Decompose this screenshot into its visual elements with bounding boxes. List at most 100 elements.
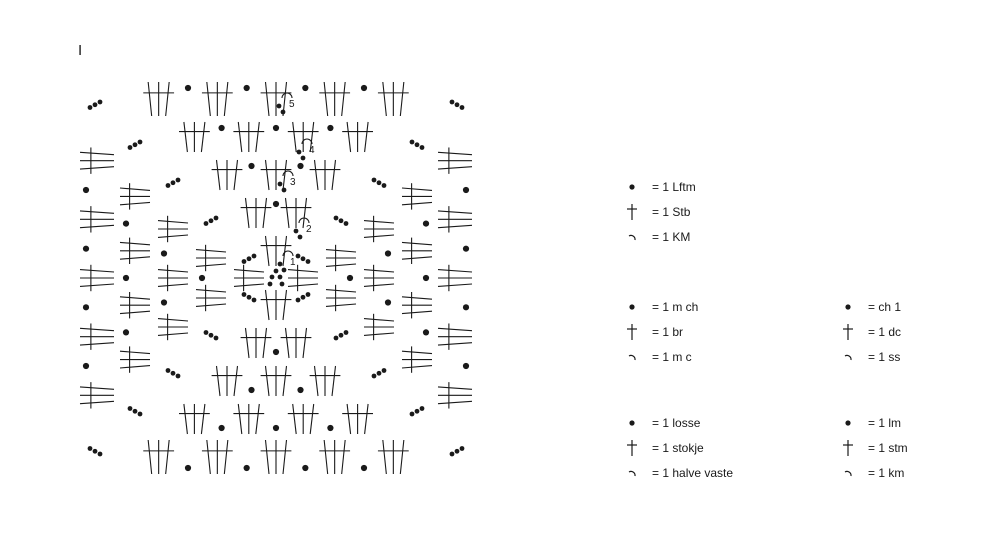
chain-dot: [213, 215, 219, 221]
dc-stitch: [79, 386, 115, 390]
dc-stitch: [119, 310, 151, 315]
chain-dot: [218, 124, 225, 132]
chain-dot: [208, 332, 214, 338]
legend-row: = 1 stokje: [624, 435, 733, 460]
dc-stitch: [325, 303, 357, 307]
dc-stitch: [119, 187, 151, 191]
dc-group: [260, 159, 292, 191]
dc-group: [143, 439, 175, 475]
dc-stitch: [244, 197, 250, 229]
dc-stitch: [346, 403, 352, 435]
dc-stitch: [183, 121, 188, 153]
chain-dot-icon: [840, 302, 856, 312]
slip-stitch: [282, 170, 294, 177]
dc-stitch: [264, 81, 270, 117]
dc-stitch: [264, 439, 270, 475]
dc-stitch: [157, 234, 189, 238]
legend-text: = 1 KM: [652, 229, 691, 244]
dc-stitch: [401, 256, 433, 260]
double-crochet-icon: [624, 323, 640, 341]
dc-stitch: [79, 342, 115, 346]
dc-group: [363, 215, 395, 243]
dc-stitch: [79, 327, 115, 332]
chain-dot: [305, 259, 311, 264]
chain-dot: [414, 408, 420, 414]
dc-group: [119, 183, 151, 210]
legend-row: = 1 km: [840, 460, 908, 485]
dc-group: [309, 365, 341, 397]
dc-stitch: [255, 403, 260, 435]
dc-group: [157, 215, 189, 243]
dc-stitch: [364, 121, 369, 153]
dc-group: [401, 346, 433, 373]
legend-row: = 1 Stb: [624, 199, 696, 224]
dc-stitch: [233, 159, 239, 191]
chain-dot: [338, 332, 344, 338]
diagram-label: I: [78, 42, 83, 59]
dc-stitch: [437, 166, 473, 170]
chain-dot: [184, 464, 192, 472]
dc-stitch: [401, 310, 433, 315]
dc-stitch: [233, 283, 265, 287]
legend-english: = ch 1 = 1 dc = 1 ss: [840, 294, 901, 369]
legend-text: = 1 km: [868, 465, 905, 480]
dc-stitch: [233, 269, 265, 273]
dc-group: [195, 284, 227, 312]
dc-group: [401, 183, 433, 210]
legend-text: = 1 Lftm: [652, 179, 696, 194]
dc-stitch: [79, 400, 115, 405]
chain-dot: [276, 103, 282, 109]
dc-stitch: [363, 318, 395, 322]
chain-dot: [122, 274, 130, 282]
slip-stitch-icon: [624, 232, 640, 242]
dc-stitch: [157, 220, 189, 224]
chain-dot: [132, 408, 138, 414]
chain-dot: [419, 406, 425, 411]
dc-stitch: [237, 403, 243, 435]
dc-stitch: [157, 269, 189, 273]
chain-dot: [459, 105, 465, 110]
dc-group: [287, 264, 319, 292]
chain-dot: [213, 335, 219, 341]
chain-dot: [165, 183, 171, 188]
dc-stitch: [331, 365, 337, 397]
chain-dot: [243, 464, 250, 472]
slip-stitch-icon: [840, 468, 856, 478]
chain-dot: [246, 256, 252, 262]
dc-group: [401, 237, 433, 264]
chain-dot: [281, 187, 287, 193]
chain-dot: [462, 186, 470, 194]
dc-stitch: [341, 439, 346, 475]
dc-stitch: [79, 166, 115, 170]
chain-dot: [280, 109, 286, 115]
chain-dot: [343, 330, 349, 335]
dc-group: [342, 121, 373, 153]
dc-stitch: [157, 332, 189, 336]
chain-dot: [300, 155, 306, 161]
chain-dot: [251, 253, 257, 259]
dc-stitch: [165, 439, 170, 475]
chain-dot: [327, 124, 334, 132]
round-number: 2: [306, 224, 312, 235]
dc-stitch: [233, 365, 239, 397]
chain-dot: [241, 259, 247, 264]
dc-stitch: [363, 234, 395, 238]
chain-dot: [122, 220, 130, 227]
dc-group: [260, 235, 292, 267]
legend-german: = 1 Lftm = 1 Stb = 1 KM: [624, 174, 696, 249]
dc-stitch: [437, 224, 473, 229]
chain-dot: [175, 373, 181, 379]
dc-stitch: [79, 283, 115, 287]
chain-dot: [302, 84, 309, 92]
dc-stitch: [437, 400, 473, 405]
chain-dot: [97, 451, 103, 457]
dc-stitch: [183, 403, 188, 435]
dc-stitch: [282, 235, 288, 267]
dc-group: [325, 244, 357, 272]
chain-dot-icon: [624, 302, 640, 312]
dc-stitch: [325, 249, 357, 253]
chain-dot: [272, 348, 280, 356]
dc-stitch: [200, 403, 206, 435]
round-number: 5: [289, 99, 295, 110]
chain-dot: [422, 274, 430, 282]
